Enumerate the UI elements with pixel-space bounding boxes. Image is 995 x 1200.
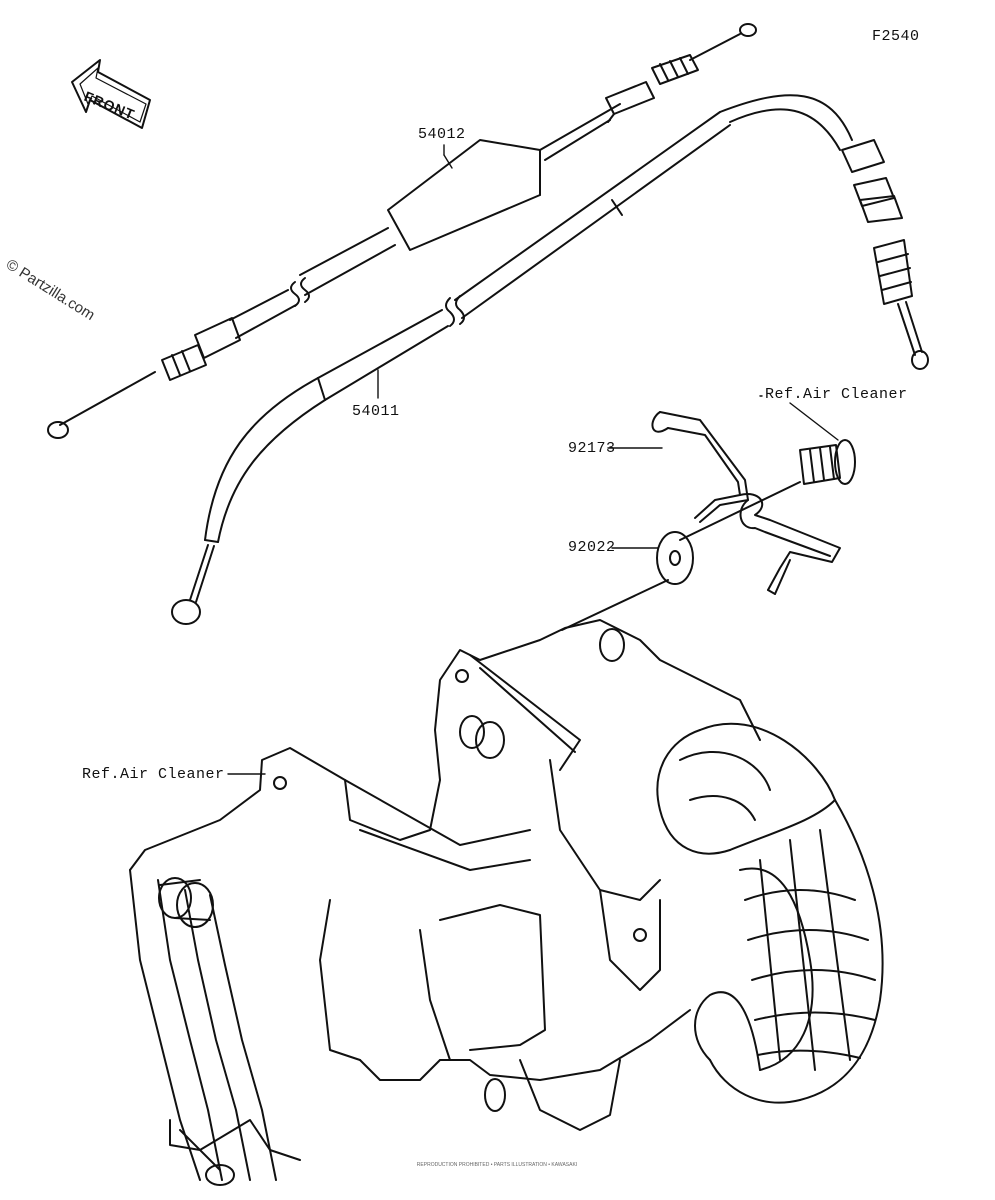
part-label-54012[interactable]: 54012 (418, 126, 466, 143)
throttle-cable-54011 (171, 94, 929, 625)
part-label-54011[interactable]: 54011 (352, 403, 400, 420)
front-arrow (71, 59, 151, 129)
diagram-code: F2540 (872, 28, 920, 45)
screw (679, 439, 856, 541)
leader-lines (227, 144, 839, 775)
throttle-cable-54012 (47, 23, 757, 439)
part-label-92173[interactable]: 92173 (568, 440, 616, 457)
fine-print: REPRODUCTION PROHIBITED • PARTS ILLUSTRA… (416, 1162, 578, 1168)
ref-air-cleaner-left: Ref.Air Cleaner (82, 766, 225, 783)
cable-bracket-92173 (651, 411, 841, 595)
intake-duct (656, 722, 884, 1104)
washer-92022 (561, 531, 694, 631)
ref-air-cleaner-top: Ref.Air Cleaner (765, 386, 908, 403)
air-cleaner-housing (129, 619, 761, 1186)
part-label-92022[interactable]: 92022 (568, 539, 616, 556)
